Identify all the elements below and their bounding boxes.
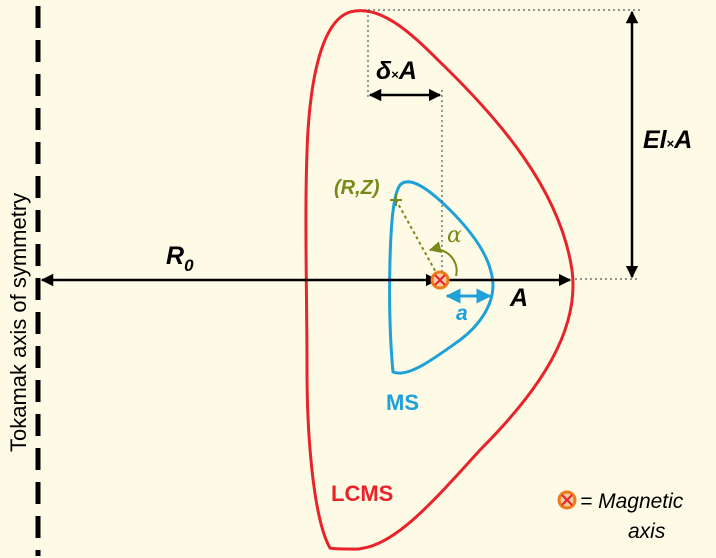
rz-radius-line xyxy=(395,199,439,277)
lcms-contour xyxy=(304,9,575,551)
legend-text-line1: = Magnetic xyxy=(580,490,684,513)
dotted-guides xyxy=(367,9,640,282)
triangularity-label: δ×A xyxy=(376,57,417,85)
minor-radius-a-label: a xyxy=(456,302,468,325)
magnetic-axis-icon xyxy=(430,270,450,290)
ms-contour xyxy=(388,180,495,375)
elongation-label: El×A xyxy=(643,126,692,154)
legend-text-line2: axis xyxy=(628,520,666,543)
alpha-arc xyxy=(428,241,458,277)
lcms-label: LCMS xyxy=(331,481,393,506)
major-radius-label: R0 xyxy=(166,242,194,275)
rz-label: (R,Z) xyxy=(334,177,380,199)
legend-magnetic-axis-icon xyxy=(557,490,577,510)
alpha-label: α xyxy=(447,223,462,248)
rz-point xyxy=(390,194,402,206)
legend: = Magnetic axis xyxy=(557,490,684,543)
symmetry-axis-label: Tokamak axis of symmetry xyxy=(6,193,31,452)
ms-label: MS xyxy=(386,390,419,415)
minor-radius-A-label: A xyxy=(509,284,528,312)
